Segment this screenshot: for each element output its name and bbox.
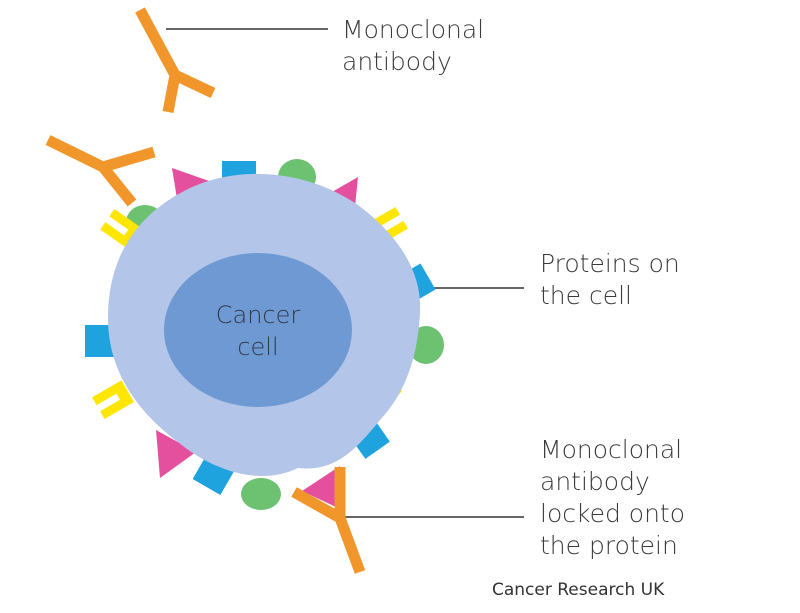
protein-triangle-pink xyxy=(302,466,340,508)
antibody-arms xyxy=(135,7,216,114)
antibody-arms xyxy=(291,467,366,574)
protein-triangle-pink xyxy=(156,430,196,478)
antibody-bound xyxy=(291,467,366,574)
protein-cup-yellow xyxy=(92,380,134,419)
antibody-free xyxy=(45,135,156,207)
credit-cancer-research-uk: Cancer Research UK xyxy=(492,580,665,600)
label-cancer-cell: Cancer cell xyxy=(215,301,301,361)
protein-round-green xyxy=(241,478,281,510)
antibody-arms xyxy=(45,135,156,207)
label-antibody-locked: Monoclonal antibody locked onto the prot… xyxy=(540,435,686,560)
protein-triangle-pink-group xyxy=(156,168,358,508)
cancer-cell-nucleus xyxy=(164,253,352,407)
label-proteins-on-cell: Proteins on the cell xyxy=(540,249,680,310)
antibody-free xyxy=(135,7,216,114)
label-monoclonal-antibody: Monoclonal antibody xyxy=(342,15,485,76)
